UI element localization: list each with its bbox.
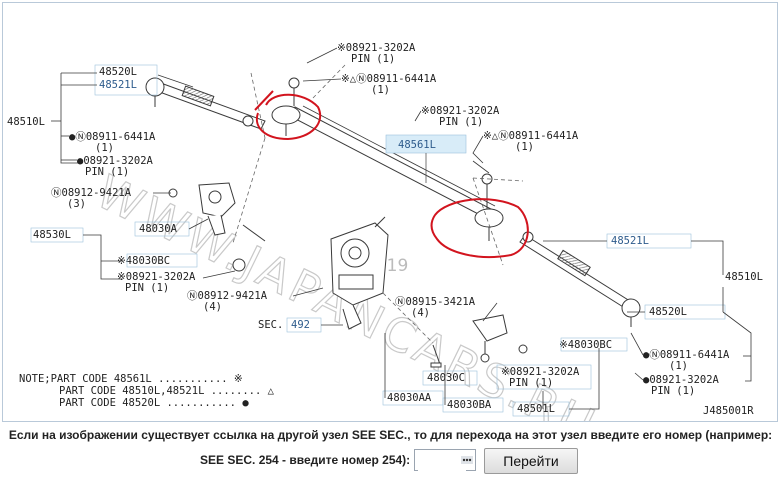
ball-joint-right	[474, 173, 504, 241]
part-48510L-a[interactable]: 48510L	[7, 116, 45, 128]
note-line-2: PART CODE 48510L,48521L ........ △	[59, 385, 275, 397]
callout-qty-3: (3)	[67, 198, 86, 210]
footer: Если на изображении существует ссылка на…	[0, 427, 781, 444]
part-48521L-a[interactable]: 48521L	[99, 79, 137, 91]
callout-08911-6441A-right[interactable]: ●Ⓝ08911-6441A	[643, 349, 730, 361]
see-sec-hint: Если на изображении существует ссылка на…	[8, 428, 773, 442]
steering-gear-box	[330, 216, 389, 330]
callout-pin-left: PIN (1)	[85, 166, 129, 178]
callout-08921-3202A-top1[interactable]: ※08921-3202A	[337, 42, 416, 54]
red-circle-right	[430, 198, 529, 258]
callout-08921-3202A-midleft[interactable]: ※08921-3202A	[117, 271, 196, 283]
parts-diagram: WWW.JAPANCARS.RU 2019	[7, 42, 763, 421]
bracket-left	[51, 72, 194, 164]
callout-08912-9421A-top[interactable]: Ⓝ08912-9421A	[51, 187, 132, 199]
red-circle-left	[255, 93, 321, 141]
part-48030C[interactable]: 48030C	[427, 372, 465, 384]
bracket-right	[543, 240, 752, 382]
see-sec-prefix: SEC.	[258, 319, 283, 331]
section-number-field[interactable]	[414, 449, 476, 471]
note-line-3: PART CODE 48520L ........... ●	[59, 397, 249, 409]
callout-qty-4-left: (4)	[203, 301, 222, 313]
part-48510L-b[interactable]: 48510L	[725, 271, 763, 283]
callout-08912-9421A-bottom[interactable]: Ⓝ08912-9421A	[187, 290, 268, 302]
callout-08911-6441A-right-top[interactable]: ※△Ⓝ08911-6441A	[483, 130, 579, 142]
part-48520L-a[interactable]: 48520L	[99, 66, 137, 78]
callout-08915-3421A[interactable]: Ⓝ08915-3421A	[395, 296, 476, 308]
dashed-leaders	[232, 64, 524, 344]
part-48520L-b[interactable]: 48520L	[649, 306, 687, 318]
part-48030AA[interactable]: 48030AA	[387, 392, 432, 404]
part-48530L[interactable]: 48530L	[33, 229, 71, 241]
red-circle-left-tick	[254, 90, 274, 111]
callout-pin-top2: PIN (1)	[439, 116, 483, 128]
callout-08911-6441A-top[interactable]: ※△Ⓝ08911-6441A	[341, 73, 437, 85]
red-highlight-marks	[254, 90, 529, 258]
callout-qty-top: (1)	[371, 84, 390, 96]
part-48501L[interactable]: 48501L	[517, 403, 555, 415]
tie-rod-left	[145, 77, 266, 130]
ball-joint-left	[271, 77, 301, 136]
callout-48030BC-right[interactable]: ※48030BC	[559, 339, 612, 351]
callout-08921-3202A-left[interactable]: ●08921-3202A	[77, 155, 154, 167]
callout-08921-3202A-bottom[interactable]: ※08921-3202A	[501, 366, 580, 378]
part-48030A[interactable]: 48030A	[139, 223, 178, 235]
callout-08921-3202A-right[interactable]: ●08921-3202A	[643, 374, 720, 386]
callout-48030BC-left[interactable]: ※48030BC	[117, 255, 170, 267]
section-jump-label: SEE SEC. 254 - введите номер 254):	[200, 453, 411, 467]
tie-rod-right	[519, 231, 641, 327]
figure-code: J485001R	[703, 405, 754, 417]
note-line-1: NOTE;PART CODE 48561L ........... ※	[19, 373, 243, 385]
callout-pin-right: PIN (1)	[651, 385, 695, 397]
leaders-top-right	[414, 110, 490, 174]
part-48521L-b[interactable]: 48521L	[611, 235, 649, 247]
callout-qty-right: (1)	[669, 360, 688, 372]
callout-qty-left-1: (1)	[95, 142, 114, 154]
leaders-bottom	[384, 333, 600, 410]
part-48561L[interactable]: 48561L	[398, 139, 436, 151]
parts-diagram-frame: WWW.JAPANCARS.RU 2019	[2, 2, 778, 422]
go-button[interactable]: Перейти	[484, 448, 578, 474]
callout-pin-top1: PIN (1)	[351, 53, 395, 65]
bracket-left-lower	[83, 218, 209, 280]
callout-08921-3202A-top2[interactable]: ※08921-3202A	[421, 105, 500, 117]
callout-08911-6441A-left[interactable]: ●Ⓝ08911-6441A	[69, 131, 156, 143]
callout-pin-midleft: PIN (1)	[125, 282, 169, 294]
pitman-arm-lower	[430, 314, 528, 368]
section-number-input[interactable]	[418, 451, 466, 471]
part-48030BA[interactable]: 48030BA	[447, 399, 492, 411]
see-sec-492-link[interactable]: 492	[291, 319, 310, 331]
callout-qty-4-right: (4)	[411, 307, 430, 319]
section-jump-form: SEE SEC. 254 - введите номер 254): Перей…	[0, 447, 781, 477]
idler-arm-assembly	[168, 182, 266, 272]
callout-pin-bottom: PIN (1)	[509, 377, 553, 389]
callout-qty-right-top: (1)	[515, 141, 534, 153]
dots-icon[interactable]	[461, 452, 473, 468]
